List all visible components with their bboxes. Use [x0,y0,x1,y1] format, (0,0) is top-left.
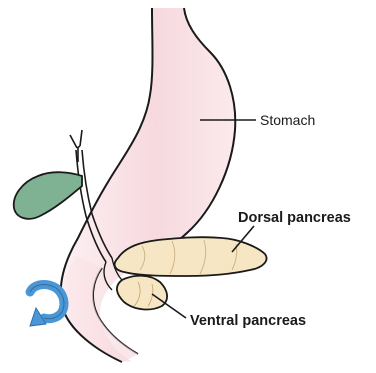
ventral-pancreas-label: Ventral pancreas [190,313,306,329]
gallbladder [14,172,82,219]
rotation-arrow-icon [30,285,64,326]
ventral-pancreas [117,276,167,310]
dorsal-pancreas-label: Dorsal pancreas [238,210,351,226]
stomach-label: Stomach [260,112,315,128]
